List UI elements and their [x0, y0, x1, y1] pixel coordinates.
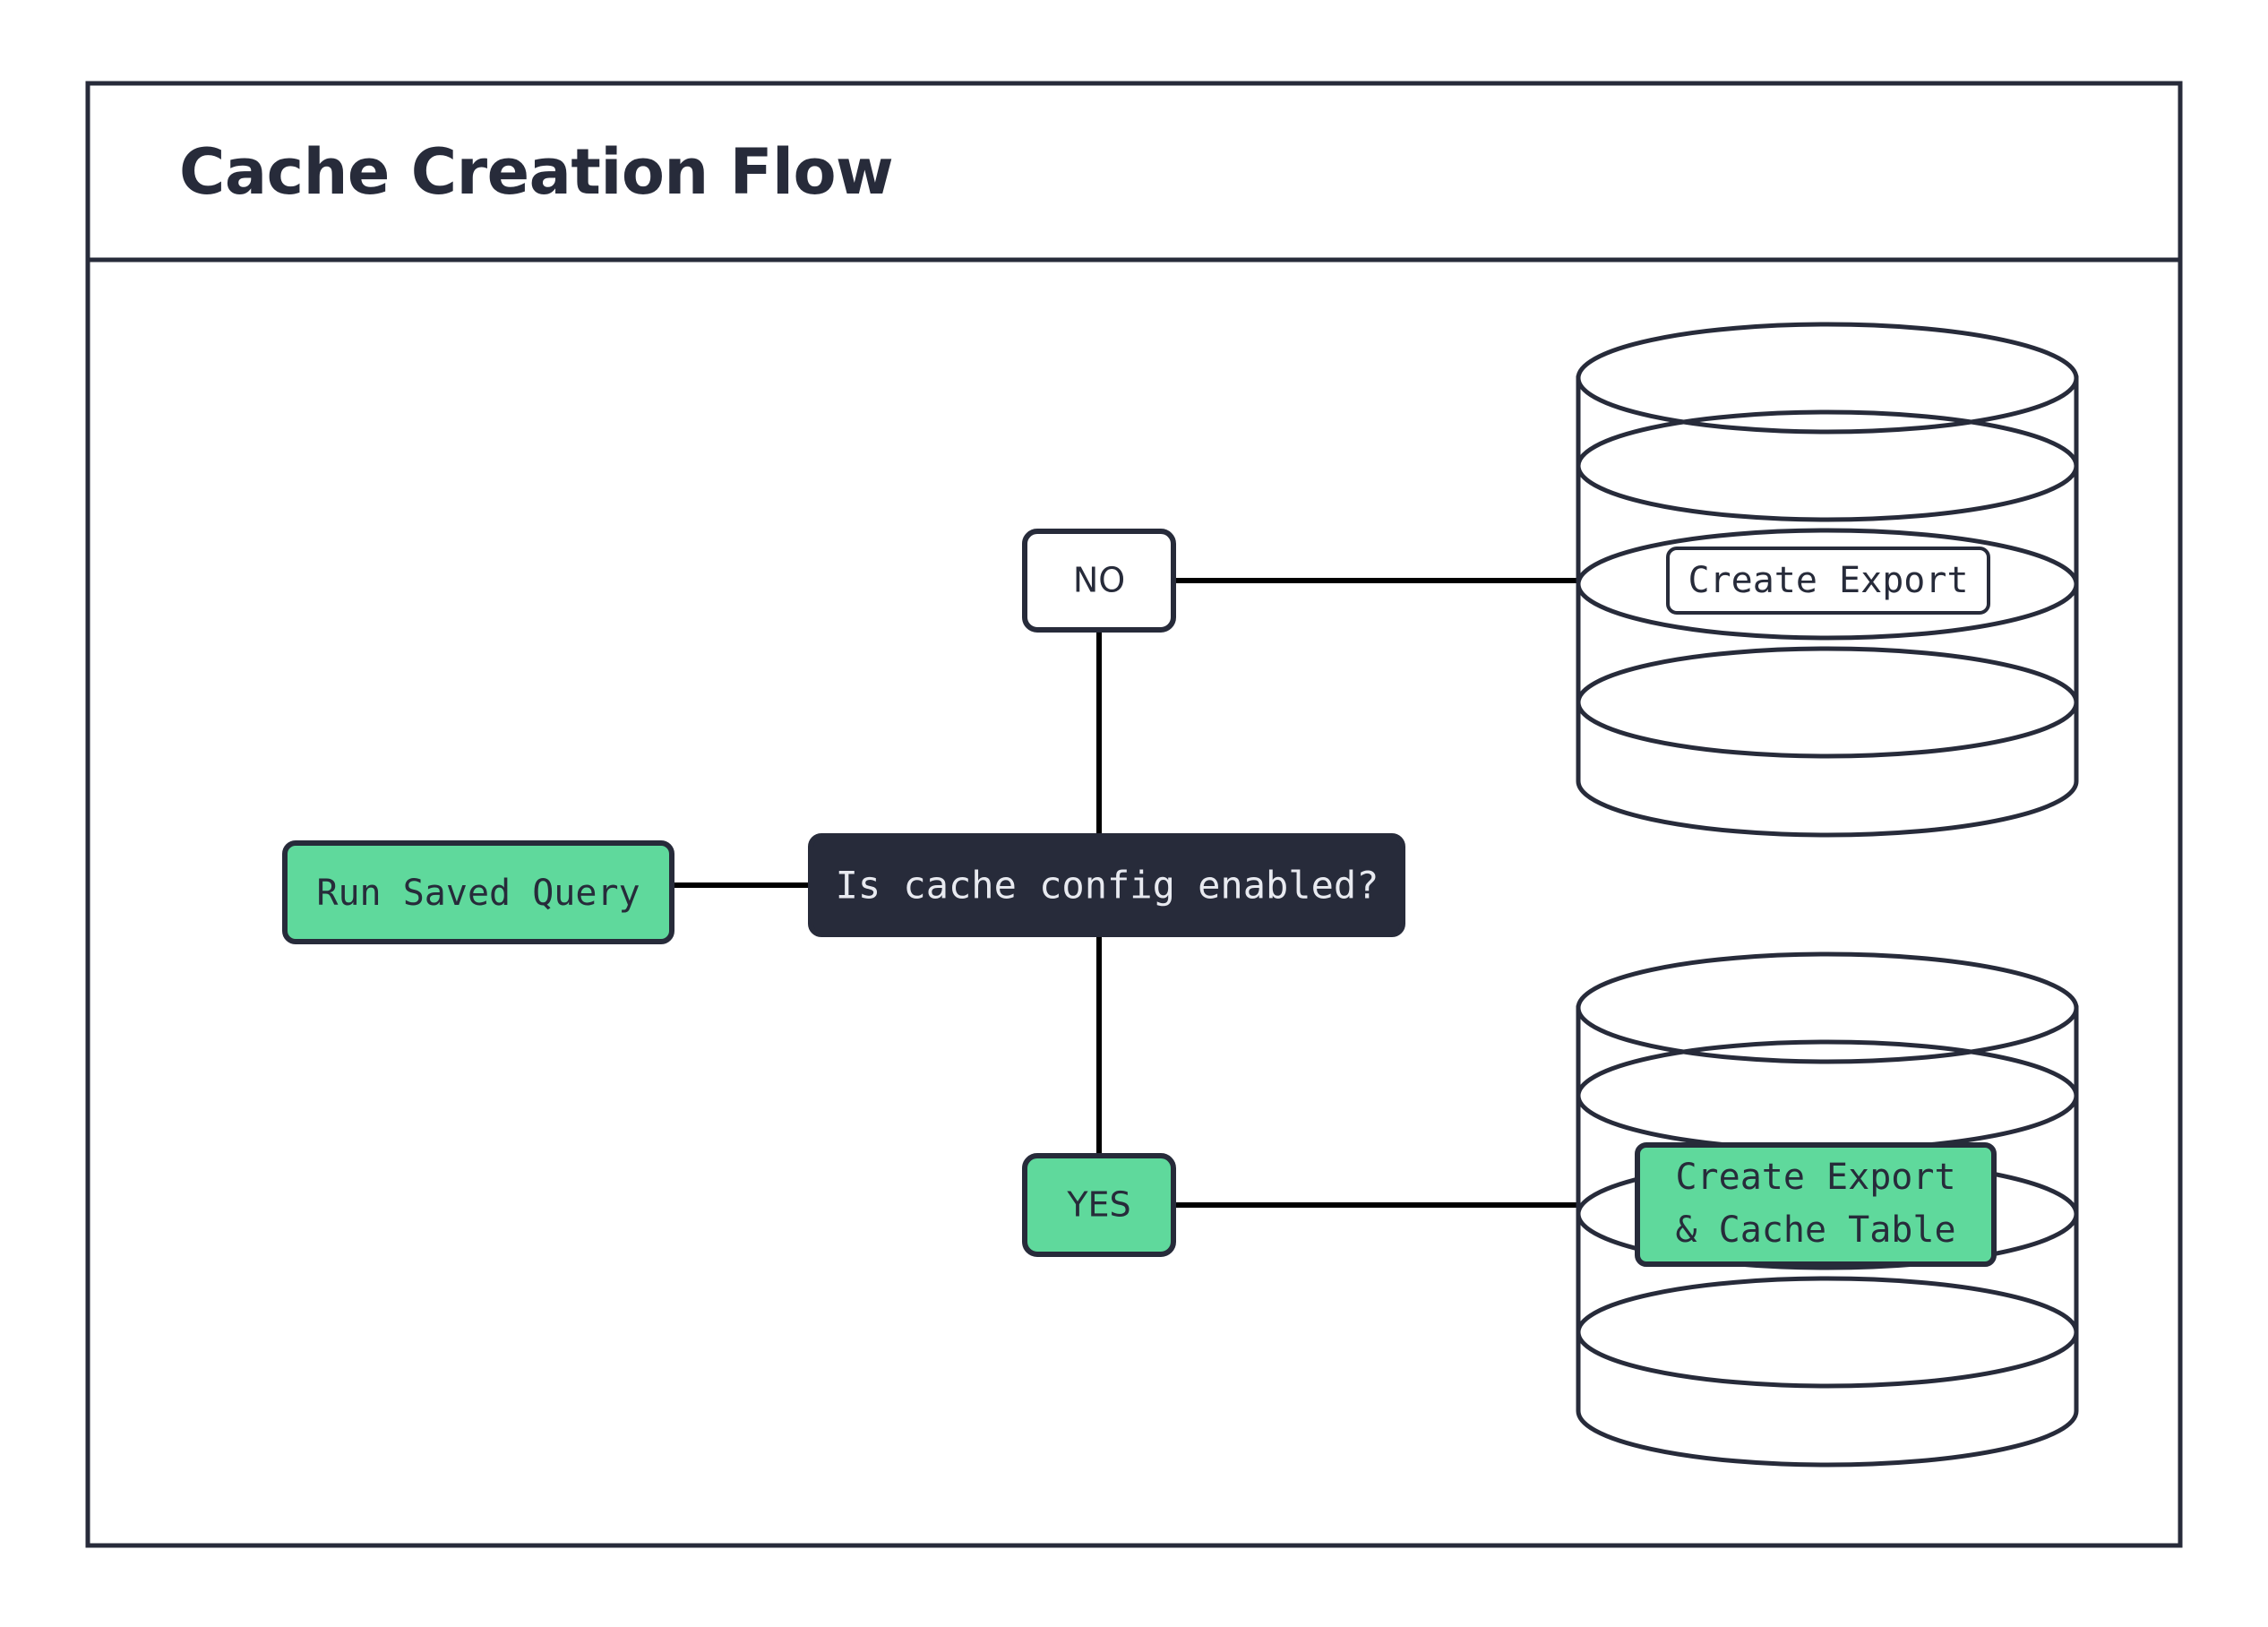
db-label-create-export-cache-line2: & Cache Table — [1675, 1209, 1955, 1251]
db-label-chip-create-export-cache — [1635, 1142, 1997, 1267]
node-label-branch-no: NO — [1073, 561, 1125, 600]
db-label-create-export: Create Export — [1688, 560, 1968, 601]
node-branch-yes[interactable]: YES — [1022, 1153, 1176, 1257]
db-label-chip-create-export — [1666, 547, 1990, 615]
node-label-is-cache-config-enabled: Is cache config enabled? — [836, 864, 1379, 908]
node-run-saved-query[interactable]: Run Saved Query — [282, 840, 674, 944]
db-label-create-export-cache-line1: Create Export — [1675, 1157, 1955, 1198]
page-title: Cache Creation Flow — [179, 135, 893, 209]
node-is-cache-config-enabled[interactable]: Is cache config enabled? — [808, 833, 1405, 937]
db-cylinder-create-export[interactable]: Create Export — [1576, 322, 2079, 838]
db-cylinder-create-export-cache-table[interactable]: Create Export & Cache Table — [1576, 951, 2079, 1468]
node-branch-no[interactable]: NO — [1022, 529, 1176, 633]
node-label-branch-yes: YES — [1066, 1185, 1130, 1225]
node-label-run-saved-query: Run Saved Query — [316, 873, 640, 914]
